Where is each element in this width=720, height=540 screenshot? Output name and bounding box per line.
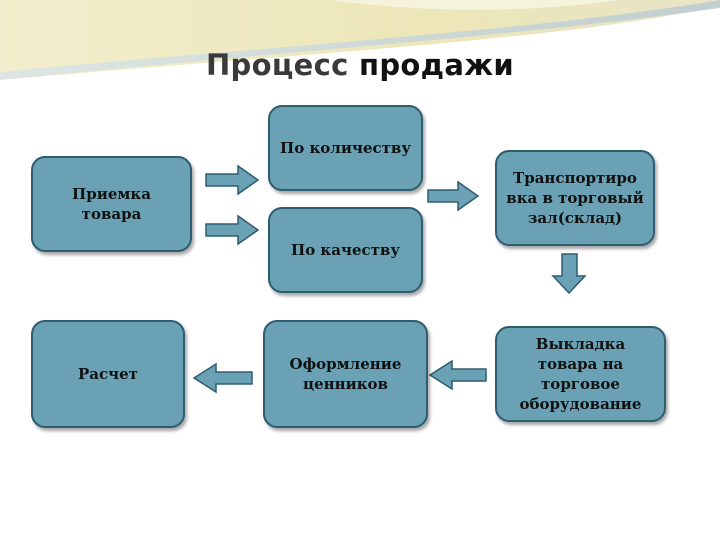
node-vykladka: Выкладка товара на торговое оборудование <box>495 326 666 422</box>
arrow-right-2 <box>205 214 260 246</box>
arrow-right-1 <box>205 164 260 196</box>
node-raschet: Расчет <box>31 320 185 428</box>
node-oformlenie-cennikov: Оформление ценников <box>263 320 428 428</box>
title-word-sales: продажи <box>359 48 514 82</box>
node-transportirovka: Транспортиро вка в торговый зал(склад) <box>495 150 655 246</box>
arrow-left-1 <box>428 359 487 391</box>
title-word-process: Процесс <box>205 48 349 82</box>
header-decoration <box>0 0 720 80</box>
page-title: Процесс продажи <box>0 48 720 82</box>
node-po-kachestvu: По качеству <box>268 207 423 293</box>
node-priemka-tovara: Приемка товара <box>31 156 192 252</box>
arrow-right-3 <box>427 180 480 212</box>
node-po-kolichestvu: По количеству <box>268 105 423 191</box>
arrow-down <box>551 253 587 295</box>
arrow-left-2 <box>192 362 253 394</box>
